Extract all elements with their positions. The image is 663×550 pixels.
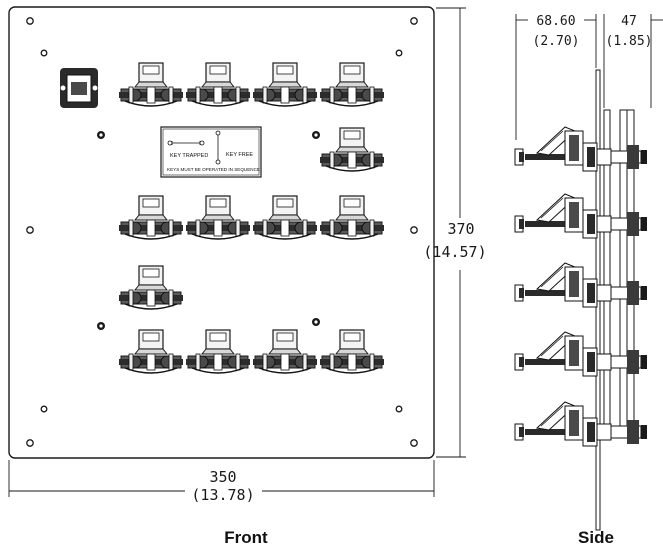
key-nameplate: KEY TRAPPED KEY FREE KEYS MUST BE OPERAT…: [160, 126, 262, 178]
height-in: (14.57): [423, 243, 486, 261]
offset-dimension: [515, 14, 597, 140]
width-dimension: [8, 460, 435, 497]
key-trapped-label: KEY TRAPPED: [170, 153, 208, 159]
front-view-label: Front: [224, 528, 268, 547]
key-trapped-icon: [167, 140, 205, 146]
height-dimension: [436, 7, 466, 458]
offset-mm: 68.60: [536, 14, 575, 29]
width-in: (13.78): [191, 486, 254, 504]
depth-mm: 47: [621, 14, 637, 29]
fastener-screws: [97, 131, 320, 330]
side-view: 68.60 (2.70) 47 (1.85) Side: [514, 14, 663, 547]
depth-in: (1.85): [606, 34, 653, 49]
side-view-label: Side: [578, 528, 614, 547]
height-mm: 370: [447, 220, 474, 238]
key-free-icon: [215, 130, 221, 165]
offset-in: (2.70): [533, 34, 580, 49]
sequence-note: KEYS MUST BE OPERATED IN SEQUENCE: [167, 167, 260, 172]
panel-connector: [60, 68, 98, 108]
depth-dimension: [603, 14, 663, 108]
front-view: KEY TRAPPED KEY FREE KEYS MUST BE OPERAT…: [8, 6, 487, 547]
width-mm: 350: [209, 468, 236, 486]
key-free-label: KEY FREE: [226, 152, 253, 158]
mounting-holes: [26, 17, 418, 447]
